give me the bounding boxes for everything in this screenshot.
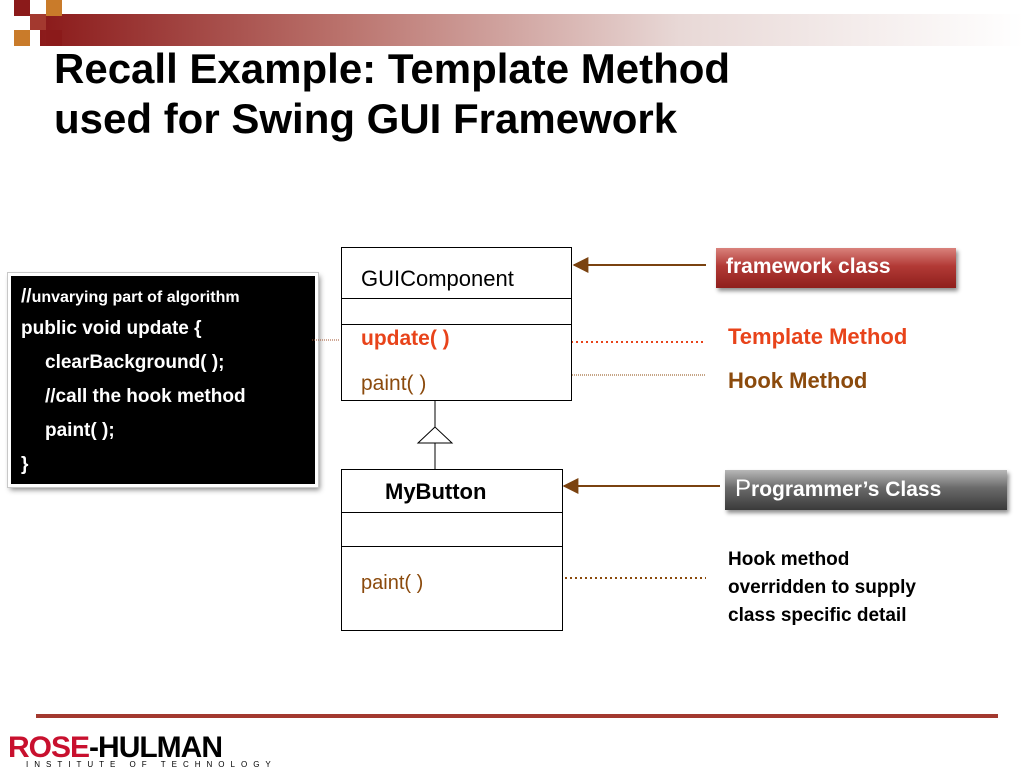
guicomponent-attr-divider <box>342 324 571 325</box>
code-comment-text: unvarying part of algorithm <box>31 289 240 306</box>
slide-title: Recall Example: Template Method used for… <box>54 44 994 144</box>
programmers-class-rest: rogrammer’s Class <box>751 478 942 501</box>
programmers-class-initial: P <box>735 475 752 502</box>
programmers-class-badge: Programmer’s Class <box>725 470 1007 510</box>
code-comment-line: //unvarying part of algorithm <box>21 286 240 308</box>
code-hook-comment: //call the hook method <box>45 386 246 407</box>
guicomponent-class-name: GUIComponent <box>361 266 514 291</box>
mybutton-name-divider <box>342 512 562 513</box>
mybutton-attr-divider <box>342 546 562 547</box>
framework-class-badge: framework class <box>716 248 956 288</box>
code-paint-call: paint( ); <box>45 420 115 441</box>
title-line-1: Recall Example: Template Method <box>54 45 731 92</box>
mybutton-paint-method: paint( ) <box>361 572 424 594</box>
mybutton-class-name: MyButton <box>385 479 487 504</box>
guicomponent-paint-method: paint( ) <box>361 372 427 395</box>
code-closing-brace: } <box>21 454 29 475</box>
logo-hulman: HULMAN <box>98 731 223 764</box>
code-clear-background: clearBackground( ); <box>45 352 225 373</box>
code-method-signature: public void update { <box>21 318 202 339</box>
hook-override-note: Hook method overridden to supply class s… <box>728 546 916 630</box>
guicomponent-update-method: update( ) <box>361 327 450 350</box>
logo-rose: ROSE <box>8 731 90 764</box>
template-method-label: Template Method <box>728 324 908 349</box>
header-checker-decoration <box>0 0 80 64</box>
inheritance-triangle <box>416 426 454 444</box>
hook-method-label: Hook Method <box>728 368 868 393</box>
code-comment-prefix: // <box>21 286 32 307</box>
header-gradient-bar <box>40 14 1024 46</box>
rose-hulman-logo: ROSE-HULMAN <box>8 731 223 764</box>
logo-subtitle: INSTITUTE OF TECHNOLOGY <box>26 760 277 769</box>
hook-override-line-2: overridden to supply <box>728 577 916 598</box>
logo-dash: - <box>89 731 99 764</box>
hook-override-line-1: Hook method <box>728 549 850 570</box>
mybutton-class-box: MyButton paint( ) <box>341 469 563 631</box>
footer-divider <box>36 714 998 718</box>
code-snippet-box: //unvarying part of algorithm public voi… <box>8 273 318 487</box>
hook-override-line-3: class specific detail <box>728 605 907 626</box>
guicomponent-class-box: GUIComponent update( ) paint( ) <box>341 247 572 401</box>
title-line-2: used for Swing GUI Framework <box>54 95 678 142</box>
guicomponent-name-divider <box>342 298 571 299</box>
